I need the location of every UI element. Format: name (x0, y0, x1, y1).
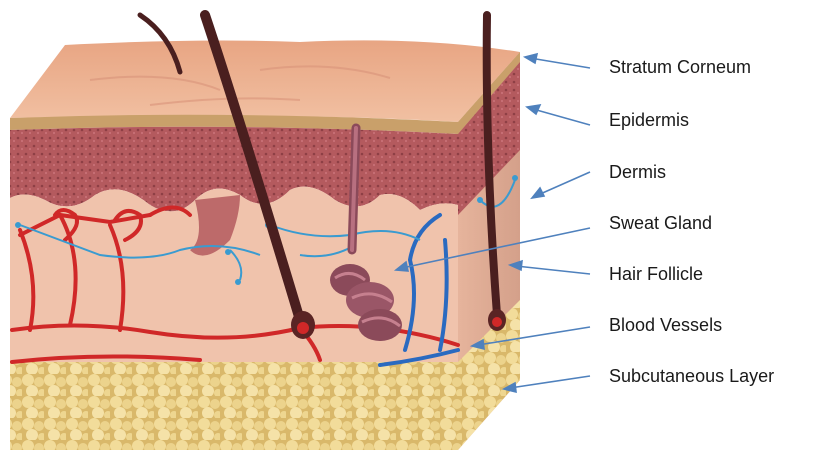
skin-surface (10, 40, 520, 122)
label-stratum-corneum: Stratum Corneum (609, 57, 751, 77)
label-hair-follicle: Hair Follicle (609, 264, 703, 284)
label-epidermis: Epidermis (609, 110, 689, 130)
subcutaneous-layer-block (10, 362, 458, 450)
label-subcutaneous-layer: Subcutaneous Layer (609, 366, 774, 386)
label-sweat-gland: Sweat Gland (609, 213, 712, 233)
label-blood-vessels: Blood Vessels (609, 315, 722, 335)
label-dermis: Dermis (609, 162, 666, 182)
